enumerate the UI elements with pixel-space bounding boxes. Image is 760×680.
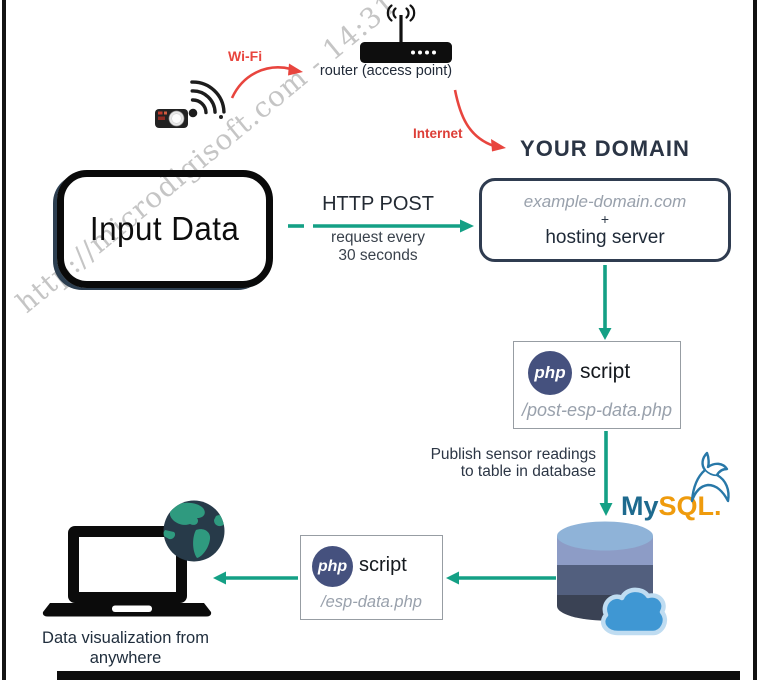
visualization-note: Data visualization from anywhere xyxy=(28,629,223,668)
input-data-node: Input Data xyxy=(57,170,273,288)
arrow-php-to-database xyxy=(599,431,613,516)
wifi-signal-icon xyxy=(188,80,226,119)
php-post-script-path: /post-esp-data.php xyxy=(521,400,673,420)
publish-note-line2: to table in database xyxy=(460,462,596,480)
php-get-script-label: script xyxy=(359,554,407,576)
arrow-domain-to-php xyxy=(598,265,612,340)
wifi-label: Wi-Fi xyxy=(228,48,263,64)
hosting-server-label: hosting server xyxy=(545,226,665,248)
laptop-icon xyxy=(42,526,212,617)
mysql-logo-my: My xyxy=(621,491,659,521)
globe-icon xyxy=(163,500,225,562)
right-edge-line xyxy=(753,0,757,680)
publish-note-line1: Publish sensor readings xyxy=(430,446,596,463)
php-post-script-label: script xyxy=(580,360,631,383)
domain-name: example-domain.com xyxy=(523,191,687,211)
php-post-script-node: php script /post-esp-data.php xyxy=(513,341,681,429)
mysql-logo-dot: . xyxy=(714,491,722,521)
visualization-note-line2: anywhere xyxy=(89,648,162,667)
http-post-subtext-line1: request every xyxy=(331,229,425,246)
http-post-subtext: request every 30 seconds xyxy=(298,229,458,265)
left-edge-line xyxy=(2,0,6,680)
input-data-label: Input Data xyxy=(90,210,240,247)
php-get-script-node: php script /esp-data.php xyxy=(300,535,443,620)
internet-label: Internet xyxy=(413,126,463,141)
mysql-dolphin-icon xyxy=(690,451,730,503)
hosting-server-node: example-domain.com + hosting server xyxy=(479,178,731,262)
http-post-subtext-line2: 30 seconds xyxy=(338,247,418,264)
cloud-icon xyxy=(600,587,668,636)
php-logo-icon: php xyxy=(312,546,353,587)
mysql-logo-sql: SQL xyxy=(658,491,715,521)
router-label: router (access point) xyxy=(319,63,453,79)
your-domain-title: YOUR DOMAIN xyxy=(520,136,690,161)
visualization-note-line1: Data visualization from xyxy=(42,629,209,647)
php-logo-icon: php xyxy=(528,351,572,395)
mysql-logo: MySQL. xyxy=(621,491,722,522)
bottom-edge-bar xyxy=(57,671,740,680)
http-post-label: HTTP POST xyxy=(322,193,434,215)
esp-device-icon xyxy=(155,109,188,128)
publish-note: Publish sensor readings to table in data… xyxy=(396,446,596,480)
router-icon xyxy=(360,4,452,63)
http-post-arrow xyxy=(288,219,474,233)
internet-arrow xyxy=(453,89,506,152)
arrow-database-to-php2 xyxy=(446,571,556,585)
php-get-script-path: /esp-data.php xyxy=(321,593,422,611)
wifi-arrow xyxy=(230,63,303,99)
arrow-php2-to-laptop xyxy=(213,571,298,585)
plus-sign: + xyxy=(600,210,610,227)
